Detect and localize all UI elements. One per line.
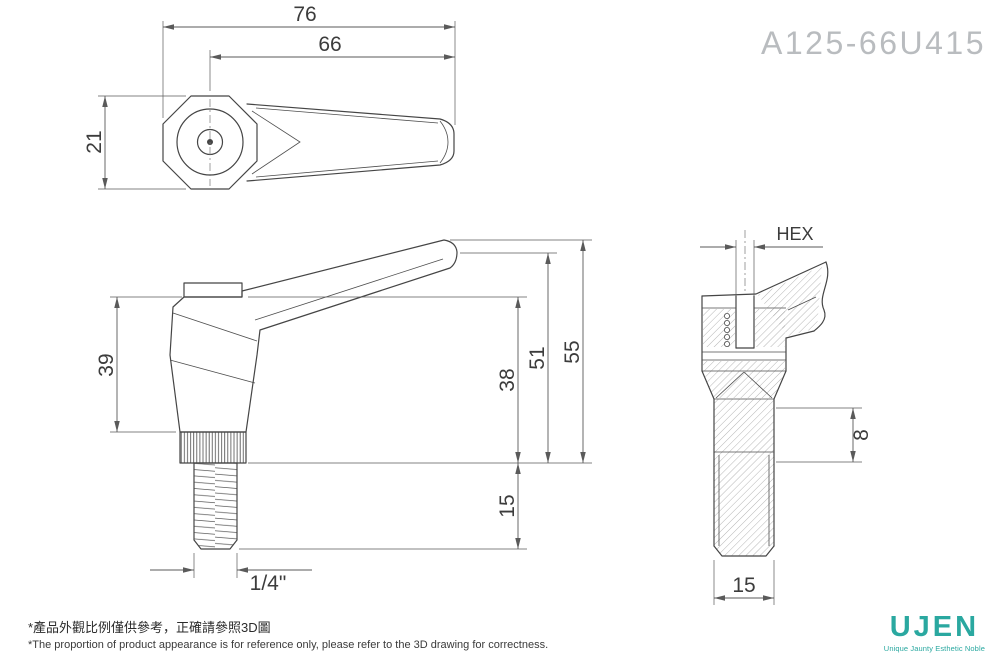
handle-break-line bbox=[813, 261, 829, 332]
internal-detail-lines bbox=[702, 296, 817, 399]
stud-section bbox=[713, 398, 775, 557]
front-view: 39 38 51 55 15 1/4" bbox=[95, 239, 592, 595]
dim-label-8: 8 bbox=[850, 429, 873, 441]
dim-label-76: 76 bbox=[293, 3, 316, 26]
footnotes: *產品外觀比例僅供參考，正確請參照3D圖 *The proportion of … bbox=[28, 617, 548, 651]
side-view-hatching bbox=[703, 266, 822, 556]
top-view: 76 66 21 bbox=[83, 3, 456, 190]
hub-octagon bbox=[162, 95, 258, 190]
body-top-edge bbox=[701, 261, 827, 297]
spring-coil-section bbox=[724, 312, 731, 347]
side-view-part bbox=[701, 230, 829, 557]
dim-label-thread-size: 1/4" bbox=[250, 572, 287, 595]
dim-label-hex: HEX bbox=[776, 224, 813, 244]
dim-label-55: 55 bbox=[561, 340, 584, 363]
threaded-stud bbox=[193, 462, 238, 550]
lever-detail-lines bbox=[169, 258, 444, 384]
side-view-dimensions: HEX 8 15 bbox=[700, 224, 873, 605]
dim-label-66: 66 bbox=[318, 33, 341, 56]
dim-label-39: 39 bbox=[95, 353, 118, 376]
ujen-logo: UJEN Unique Jaunty Esthetic Noble bbox=[883, 611, 985, 654]
footnote-english: *The proportion of product appearance is… bbox=[28, 639, 549, 651]
logo-tagline: Unique Jaunty Esthetic Noble bbox=[883, 644, 985, 653]
lever-body-outline bbox=[169, 239, 458, 433]
logo-wordmark: UJEN bbox=[889, 611, 980, 643]
side-view: HEX 8 15 bbox=[700, 224, 873, 605]
dim-label-51: 51 bbox=[526, 346, 549, 369]
part-number: A125-66U415 bbox=[761, 25, 986, 61]
dim-label-15-thread-length: 15 bbox=[496, 494, 519, 517]
handle-detail-lines bbox=[251, 107, 449, 178]
hub-cap bbox=[183, 282, 243, 298]
front-view-part bbox=[169, 239, 458, 550]
top-view-part bbox=[162, 95, 455, 190]
hex-socket-hole bbox=[735, 295, 755, 349]
handle-outline-top-view bbox=[246, 103, 455, 182]
dim-label-21: 21 bbox=[83, 130, 106, 153]
front-view-dimensions: 39 38 51 55 15 1/4" bbox=[95, 239, 592, 595]
footnote-chinese: *產品外觀比例僅供參考，正確請參照3D圖 bbox=[28, 620, 271, 635]
knurled-collar bbox=[179, 431, 247, 464]
top-view-dimensions: 76 66 21 bbox=[83, 3, 456, 190]
dim-label-38: 38 bbox=[496, 368, 519, 391]
dim-label-15-thread-od: 15 bbox=[732, 574, 755, 597]
